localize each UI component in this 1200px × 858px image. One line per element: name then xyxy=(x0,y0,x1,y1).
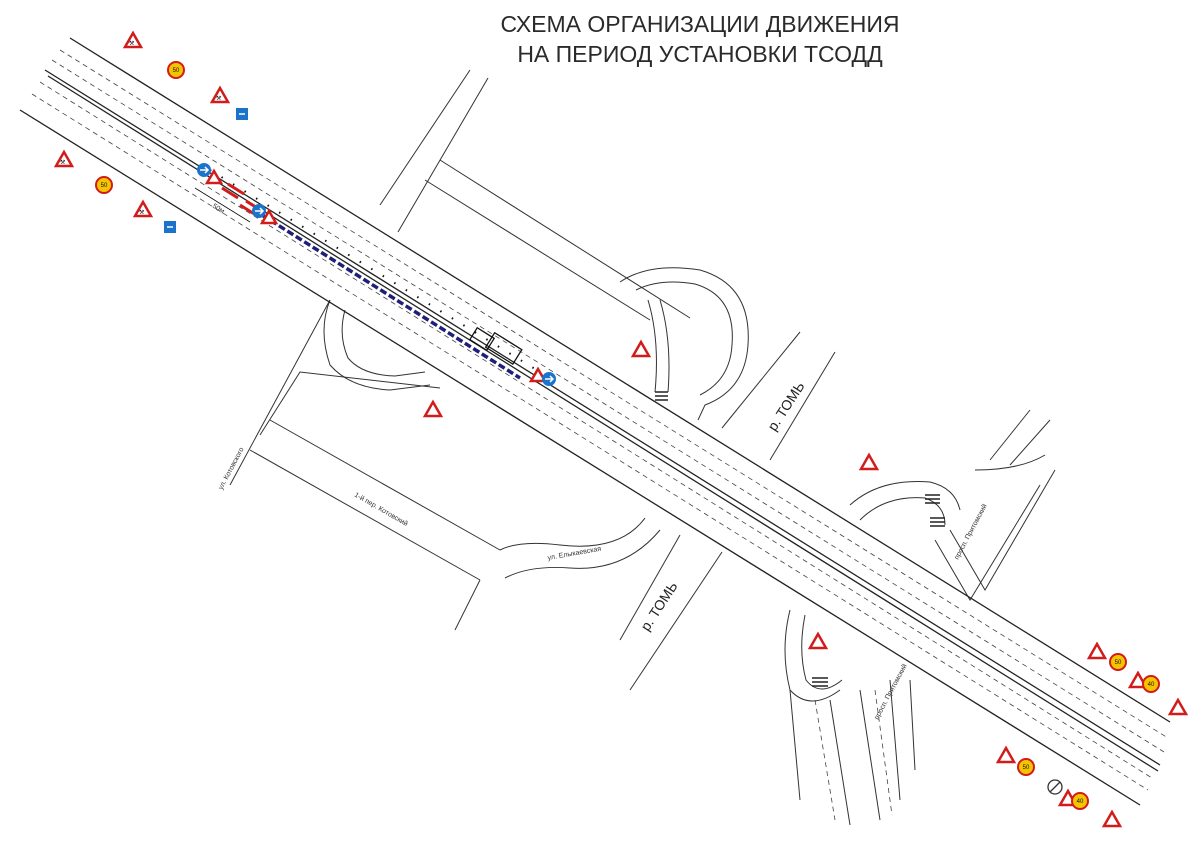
speed-limit-sign-icon: 50 xyxy=(95,176,113,194)
speed-limit-value-r1: 50 xyxy=(1115,660,1122,666)
speed-limit-sign-icon: 50 xyxy=(1109,653,1127,671)
scheme-title-line2: НА ПЕРИОД УСТАНОВКИ ТСОДД xyxy=(517,41,883,67)
work-vehicle-cab xyxy=(468,326,496,352)
roadworks-sign-icon xyxy=(422,399,444,418)
roadworks-sign-icon: ⚒ xyxy=(132,199,154,218)
speed-limit-value-r4: 40 xyxy=(1077,799,1084,805)
speed-limit-value-r3: 50 xyxy=(1023,765,1030,771)
roadworks-sign-icon: ⚒ xyxy=(122,30,144,49)
speed-limit-sign-icon: 40 xyxy=(1142,675,1160,693)
svg-text:⚒: ⚒ xyxy=(129,40,135,47)
roadworks-sign-icon xyxy=(858,452,880,471)
river-label-upper: р. ТОМЬ xyxy=(764,379,808,434)
svg-text:⚒: ⚒ xyxy=(60,159,66,166)
roadworks-sign-icon xyxy=(807,631,829,650)
street-label-pritomsky-upper: просп. Притомский xyxy=(953,503,989,561)
keep-right-sign-icon xyxy=(197,163,211,177)
keep-right-sign-icon xyxy=(252,204,266,218)
side-streets xyxy=(229,69,1056,826)
speed-limit-sign-icon: 40 xyxy=(1071,792,1089,810)
road-signs: ⚒ 50 ⚒ ⚒ 50 ⚒ xyxy=(53,30,1189,828)
lane-direction-sign-icon xyxy=(236,108,248,120)
end-restriction-sign-icon xyxy=(1047,779,1063,795)
roadworks-sign-icon xyxy=(1086,641,1108,660)
street-label-pritomsky-lower: просп. Притомский xyxy=(873,663,909,721)
roadworks-sign-icon: ⚒ xyxy=(209,85,231,104)
roadworks-sign-icon xyxy=(528,366,548,383)
svg-text:⚒: ⚒ xyxy=(139,209,145,216)
roadworks-sign-icon xyxy=(1167,697,1189,716)
keep-right-sign-icon xyxy=(542,372,556,386)
street-label-elykaevskaya: ул. Елыкаевская xyxy=(547,546,602,562)
barrier-block-upper xyxy=(221,182,245,200)
pedestrian-crossings xyxy=(655,391,945,687)
roadworks-sign-icon xyxy=(1127,670,1149,689)
scheme-title-line1: СХЕМА ОРГАНИЗАЦИИ ДВИЖЕНИЯ xyxy=(501,11,900,37)
distance-dimension-line xyxy=(194,187,251,223)
main-road xyxy=(19,37,1171,806)
work-zone: 50м xyxy=(194,169,541,380)
work-zone-barrier xyxy=(261,213,521,380)
work-vehicle-body xyxy=(484,331,523,366)
svg-text:⚒: ⚒ xyxy=(216,95,222,102)
roadworks-sign-icon xyxy=(259,208,279,225)
roadworks-sign-icon: ⚒ xyxy=(53,149,75,168)
speed-limit-value-upper: 50 xyxy=(173,68,180,74)
speed-limit-value-left: 50 xyxy=(101,183,108,189)
roadworks-sign-icon xyxy=(204,168,224,185)
speed-limit-sign-icon: 50 xyxy=(1017,758,1035,776)
map-labels: р. ТОМЬ р. ТОМЬ ул. Котовского 1-й пер. … xyxy=(218,379,989,721)
street-label-kotovskogo: ул. Котовского xyxy=(218,446,246,491)
work-zone-cones xyxy=(209,169,541,373)
speed-limit-value-r2: 40 xyxy=(1148,682,1155,688)
river-label-lower: р. ТОМЬ xyxy=(637,579,681,634)
roadworks-sign-icon xyxy=(1101,809,1123,828)
speed-limit-sign-icon: 50 xyxy=(167,61,185,79)
lane-direction-sign-icon xyxy=(164,221,176,233)
roadworks-sign-icon xyxy=(630,339,652,358)
street-label-1-per-kotovsky: 1-й пер. Котовский xyxy=(353,491,409,528)
roadworks-sign-icon xyxy=(995,745,1017,764)
